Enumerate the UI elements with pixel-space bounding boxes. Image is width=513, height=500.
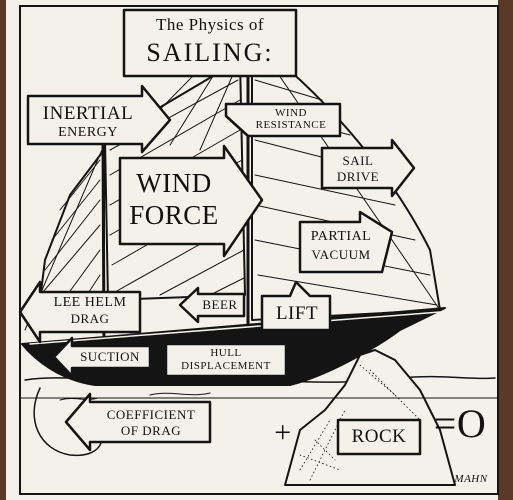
sail-drive-label-1: SAIL xyxy=(342,153,374,168)
hull-label-1: HULL xyxy=(210,347,242,359)
title-box xyxy=(122,8,298,78)
suction-label: SUCTION xyxy=(80,349,140,364)
hull-label-2: DISPLACEMENT xyxy=(181,360,271,372)
partial-vacuum-label-2: VACUUM xyxy=(311,247,371,262)
wind-resistance-label-1: WIND xyxy=(275,107,307,119)
beer-label: BEER xyxy=(202,297,238,312)
lee-helm-label-1: LEE HELM xyxy=(53,295,127,310)
partial-vacuum-label-1: PARTIAL xyxy=(310,229,372,244)
artist-signature: MAHN xyxy=(454,473,488,485)
fore-sail xyxy=(39,149,105,301)
coefficient-label-2: OF DRAG xyxy=(120,423,182,438)
lift-label: LIFT xyxy=(275,303,319,324)
inertial-label-2: ENERGY xyxy=(58,125,118,140)
lift-arrow xyxy=(260,280,332,332)
rock-label: ROCK xyxy=(351,426,407,447)
equals-zero: =O xyxy=(433,401,487,446)
wind-force-arrow xyxy=(118,144,264,258)
wind-resistance-label-2: RESISTANCE xyxy=(255,119,327,131)
suction-arrow xyxy=(52,336,152,378)
beer-arrow xyxy=(178,286,246,324)
wind-force-label-2: FORCE xyxy=(129,200,219,230)
hull-displacement-box xyxy=(164,342,288,378)
sail-drive-label-2: DRIVE xyxy=(336,169,380,184)
wind-force-label-1: WIND xyxy=(136,168,212,198)
lee-helm-drag-arrow xyxy=(18,280,142,344)
sail-drive-arrow xyxy=(320,138,416,198)
inertial-energy-arrow xyxy=(26,84,172,154)
coefficient-of-drag-arrow xyxy=(64,392,212,452)
partial-vacuum-arrow xyxy=(298,210,394,274)
lee-helm-label-2: DRAG xyxy=(70,311,110,326)
plus-sign: + xyxy=(274,416,292,449)
title-line-1: The Physics of xyxy=(155,15,265,34)
rock-label-box xyxy=(336,418,422,456)
coefficient-label-1: COEFFICIENT xyxy=(106,407,196,422)
water-line xyxy=(24,375,496,385)
title-line-2: SAILING: xyxy=(146,38,274,67)
inertial-label-1: INERTIAL xyxy=(42,103,134,124)
frame-border xyxy=(19,5,499,495)
